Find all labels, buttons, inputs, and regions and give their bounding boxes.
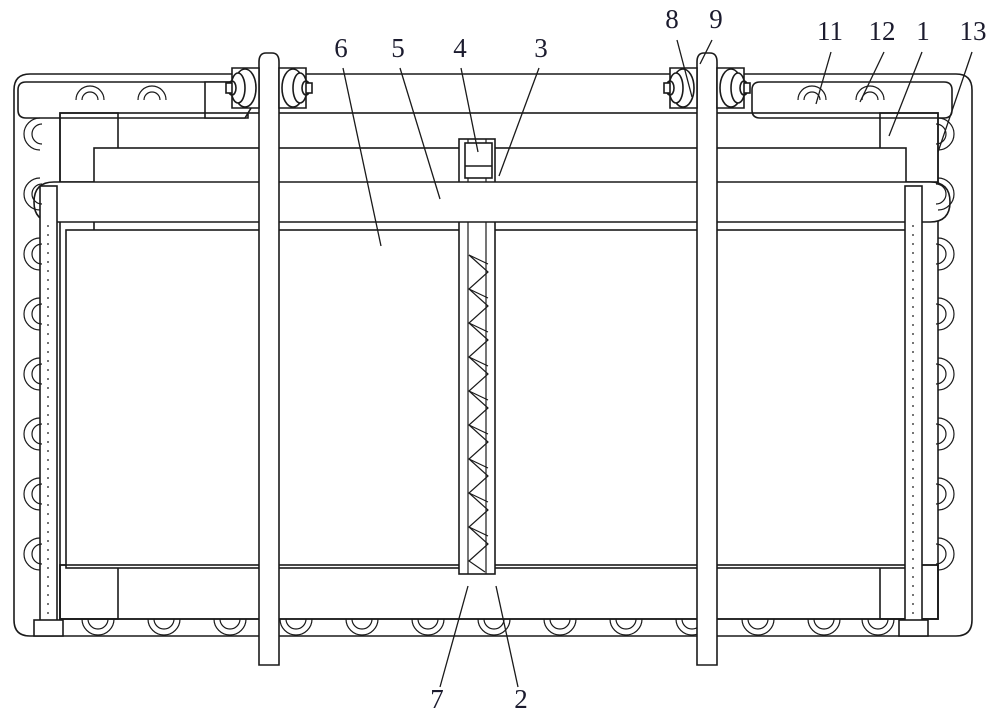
ref-label-9: 9 [709,4,723,34]
left-edge-bumps [23,117,43,571]
leader-11 [815,51,832,105]
horizontal-cross-bar [33,181,951,223]
reference-numerals: 8 9 11 12 1 13 6 5 4 3 7 2 [334,4,986,714]
ref-label-5: 5 [391,33,405,63]
leader-4 [460,67,479,153]
left-vertical-column [33,185,64,637]
leader-7 [439,585,469,688]
left-roller-post-assembly [225,52,313,666]
right-roller-post-assembly [663,52,751,666]
ref-label-4: 4 [453,33,467,63]
right-roller-left [663,67,698,109]
inner-housing-bottom-overlay [59,564,939,620]
ref-label-3: 3 [534,33,548,63]
ref-label-2: 2 [514,684,528,714]
ref-label-8: 8 [665,4,679,34]
leader-12 [859,51,885,103]
leader-13 [937,51,973,153]
left-roller-left [225,67,260,109]
ref-label-11: 11 [817,16,843,46]
leader-6 [342,67,382,247]
ref-label-1: 1 [916,16,930,46]
leader-3 [498,67,540,177]
leader-5 [399,67,441,200]
ref-label-12: 12 [869,16,896,46]
center-slider-block [464,142,493,179]
ref-label-13: 13 [960,16,987,46]
leader-9 [699,39,713,65]
left-roller-right [278,67,313,109]
leader-8 [676,39,693,98]
top-rail-bumps-left [75,85,167,101]
right-edge-bumps [935,117,955,571]
ref-label-6: 6 [334,33,348,63]
coil-spring [468,254,489,573]
top-rail-right [751,81,953,119]
leader-1 [888,51,923,137]
leader-lines [342,39,973,688]
ref-label-7: 7 [430,684,444,714]
bottom-edge-bumps [81,618,895,636]
right-roller-right [716,67,751,109]
leader-2 [495,585,519,688]
right-vertical-column [898,185,929,637]
